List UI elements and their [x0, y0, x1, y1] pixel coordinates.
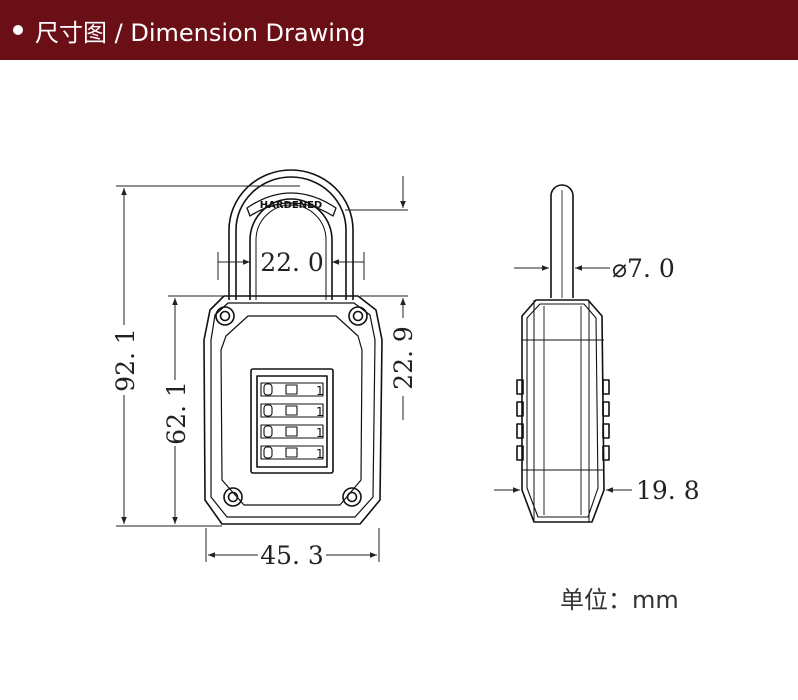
dim-shackle-clearance: 22. 9: [389, 326, 418, 390]
shackle-front: [228, 169, 354, 300]
dim-total-height: 92. 1: [111, 328, 140, 392]
shackle-text: HARDENED: [260, 200, 322, 211]
dim-body-thickness: 19. 8: [636, 476, 700, 505]
wheel-digit: 1: [316, 384, 324, 398]
lock-body-front: [203, 295, 383, 525]
lock-body-side: [516, 299, 610, 523]
unit-label: 单位：mm: [560, 586, 679, 614]
wheel-digit: 1: [316, 426, 324, 440]
side-dimension-lines: [494, 265, 632, 493]
side-view: [516, 184, 610, 523]
dim-body-height: 62. 1: [162, 381, 191, 445]
shackle-side: [550, 184, 574, 298]
front-view: HARDENED: [203, 169, 383, 525]
dim-shackle-diameter: ⌀7. 0: [612, 254, 675, 283]
header-bar: 尺寸图 / Dimension Drawing: [0, 0, 798, 60]
combination-window: [250, 368, 334, 474]
dim-body-width: 45. 3: [260, 541, 324, 570]
bullet-icon: [13, 25, 23, 35]
front-dimension-lines: [116, 176, 408, 562]
dim-shackle-inner-width: 22. 0: [260, 248, 324, 277]
dimension-drawing: HARDENED: [111, 169, 700, 570]
wheel-digit: 1: [316, 447, 324, 461]
page-title: 尺寸图 / Dimension Drawing: [35, 18, 366, 47]
wheel-digit: 1: [316, 405, 324, 419]
